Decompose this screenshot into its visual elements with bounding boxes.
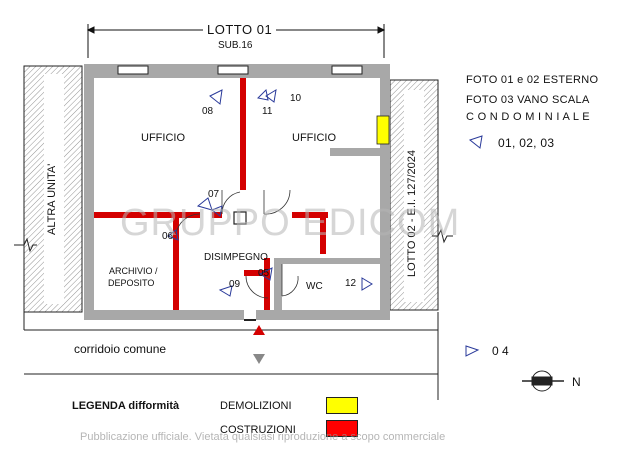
corridor-lines bbox=[24, 319, 438, 375]
photo-10: 10 bbox=[290, 93, 302, 104]
entry-arrow-up bbox=[253, 325, 265, 335]
photo-info-line3: C O N D O M I N I A L E bbox=[466, 111, 590, 123]
photo-07: 07 bbox=[208, 189, 220, 200]
room-wc: WC bbox=[306, 281, 323, 292]
photo-08: 08 bbox=[202, 106, 214, 117]
construction-walls bbox=[94, 78, 328, 310]
room-archive-line2: DEPOSITO bbox=[108, 278, 155, 288]
photo-info-line1: FOTO 01 e 02 ESTERNO bbox=[466, 74, 599, 86]
legend-demolitions-swatch bbox=[326, 397, 358, 414]
entry-arrow-down bbox=[253, 354, 265, 364]
inner-walls bbox=[274, 258, 380, 314]
room-office-right: UFFICIO bbox=[292, 132, 336, 144]
windows bbox=[117, 65, 363, 75]
photo-04: 0 4 bbox=[492, 344, 509, 358]
photo-09: 09 bbox=[229, 279, 241, 290]
sub-label: SUB.16 bbox=[218, 40, 253, 51]
corridor-label: corridoio comune bbox=[74, 342, 167, 356]
photo-05: 05 bbox=[258, 268, 270, 279]
photo-info-ref: 01, 02, 03 bbox=[498, 136, 555, 150]
compass bbox=[522, 370, 564, 392]
left-neighbor-label: ALTRA UNITA' bbox=[46, 163, 58, 235]
left-neighbor-hatch bbox=[23, 65, 83, 313]
column bbox=[233, 211, 247, 225]
compass-north-label: N bbox=[572, 375, 581, 389]
room-hallway: DISIMPEGNO bbox=[204, 252, 268, 263]
room-office-left: UFFICIO bbox=[141, 132, 185, 144]
door-swings bbox=[175, 189, 299, 299]
corridor-edge bbox=[23, 312, 439, 400]
photo-info-line2: FOTO 03 VANO SCALA bbox=[466, 94, 590, 106]
watermark: GRUPPO EDICOM bbox=[120, 202, 461, 244]
legend-constructions-swatch bbox=[326, 420, 358, 437]
photo-06: 06 bbox=[162, 231, 174, 242]
lot-label: LOTTO 01 bbox=[203, 22, 277, 37]
demolition-mark bbox=[376, 115, 390, 145]
legend-title: LEGENDA difformità bbox=[72, 400, 180, 412]
break-lines bbox=[14, 228, 453, 253]
photo-12: 12 bbox=[345, 278, 357, 289]
footer-note: Pubblicazione ufficiale. Vietata qualsia… bbox=[80, 431, 446, 443]
right-neighbor-hatch bbox=[389, 79, 439, 311]
legend-demolitions-label: DEMOLIZIONI bbox=[220, 400, 292, 412]
photo-markers bbox=[166, 88, 483, 357]
photo-11: 11 bbox=[262, 106, 273, 117]
room-archive-line1: ARCHIVIO / bbox=[109, 266, 158, 276]
legend-constructions-label: COSTRUZIONI bbox=[220, 424, 296, 436]
